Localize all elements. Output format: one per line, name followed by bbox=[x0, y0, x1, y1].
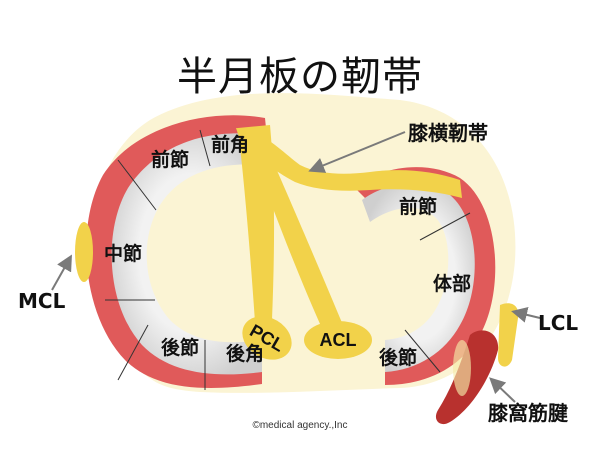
transverse-ligament bbox=[236, 128, 462, 198]
segment-label-medial-posterior-horn: 後角 bbox=[226, 342, 264, 365]
segment-label-medial-anterior-horn: 前角 bbox=[211, 133, 249, 156]
callout-popliteus-tendon: 膝窩筋腱 bbox=[488, 401, 569, 425]
divider bbox=[117, 159, 157, 211]
lateral-meniscus-rim bbox=[355, 167, 496, 385]
arrow-popliteus bbox=[489, 377, 516, 403]
segment-label-medial-anterior: 前節 bbox=[151, 148, 189, 171]
segment-label-lateral-body: 体部 bbox=[433, 272, 471, 295]
acl-band bbox=[255, 150, 345, 335]
popliteus-tendon-edge bbox=[453, 340, 471, 396]
divider bbox=[117, 324, 149, 381]
arrow-lcl bbox=[511, 307, 541, 323]
segment-label-medial-posterior: 後節 bbox=[161, 336, 199, 359]
divider bbox=[199, 129, 211, 167]
divider bbox=[404, 329, 441, 373]
callout-mcl: MCL bbox=[18, 289, 66, 313]
arrow-transverse-ligament bbox=[308, 131, 406, 173]
pcl-oval: PCL bbox=[242, 316, 292, 360]
lateral-meniscus-body bbox=[362, 184, 475, 372]
arrow-mcl bbox=[51, 254, 72, 291]
acl-label: ACL bbox=[320, 330, 357, 350]
medial-meniscus-body bbox=[111, 133, 272, 375]
callout-transverse-ligament: 膝横靭帯 bbox=[408, 121, 488, 145]
lateral-meniscus bbox=[355, 167, 496, 385]
segment-label-lateral-posterior: 後節 bbox=[379, 346, 417, 369]
divider bbox=[419, 212, 471, 241]
credit-text: ©medical agency.,Inc bbox=[252, 420, 347, 431]
segment-label-medial-middle: 中節 bbox=[104, 242, 142, 265]
medial-meniscus bbox=[86, 115, 272, 390]
segment-label-lateral-anterior: 前節 bbox=[399, 195, 437, 218]
mcl-oval bbox=[75, 222, 93, 282]
callout-lcl: LCL bbox=[538, 311, 578, 335]
acl-oval: ACL bbox=[304, 321, 372, 359]
page-title: 半月板の靭帯 bbox=[177, 54, 423, 100]
